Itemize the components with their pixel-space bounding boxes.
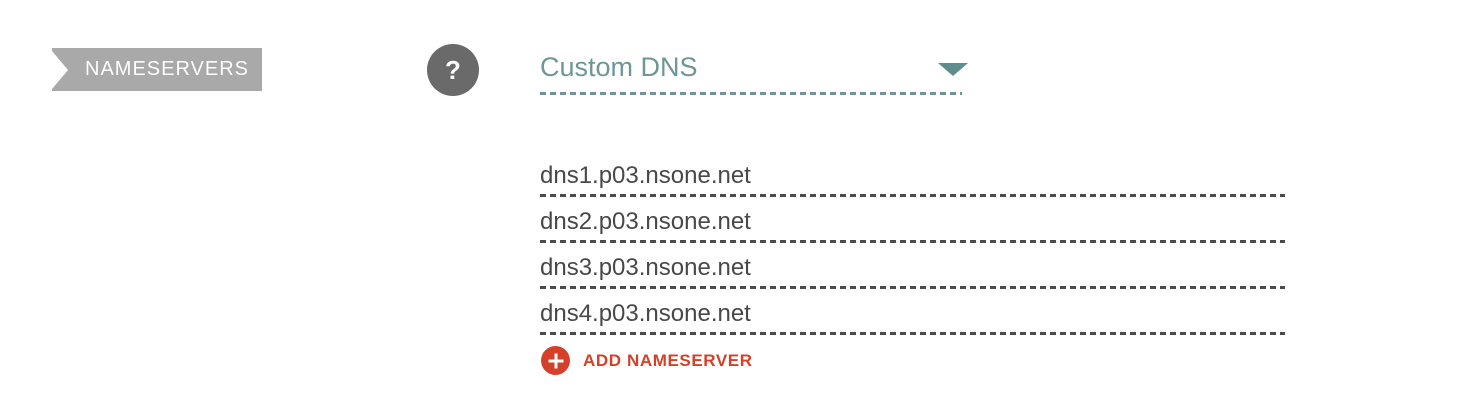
section-title: NAMESERVERS	[85, 58, 250, 80]
nameserver-field-4[interactable]: dns4.p03.nsone.net	[540, 289, 1285, 335]
nameserver-field-3[interactable]: dns3.p03.nsone.net	[540, 243, 1285, 289]
nameserver-field-2[interactable]: dns2.p03.nsone.net	[540, 197, 1285, 243]
plus-icon	[541, 346, 570, 375]
add-nameserver-label: ADD NAMESERVER	[583, 350, 753, 370]
nameserver-field-1[interactable]: dns1.p03.nsone.net	[540, 151, 1285, 197]
dns-type-selected-value: Custom DNS	[540, 52, 698, 82]
dns-type-dropdown[interactable]: Custom DNS	[540, 50, 968, 95]
ribbon-chevron-icon	[52, 50, 68, 89]
nameserver-list: dns1.p03.nsone.net dns2.p03.nsone.net dn…	[540, 151, 1285, 335]
dropdown-underline	[540, 92, 962, 95]
chevron-down-icon	[938, 63, 968, 76]
help-icon[interactable]: ?	[427, 44, 479, 96]
section-ribbon-nameservers: NAMESERVERS	[52, 48, 262, 91]
add-nameserver-button[interactable]: ADD NAMESERVER	[541, 346, 753, 375]
question-mark-glyph: ?	[445, 54, 461, 85]
